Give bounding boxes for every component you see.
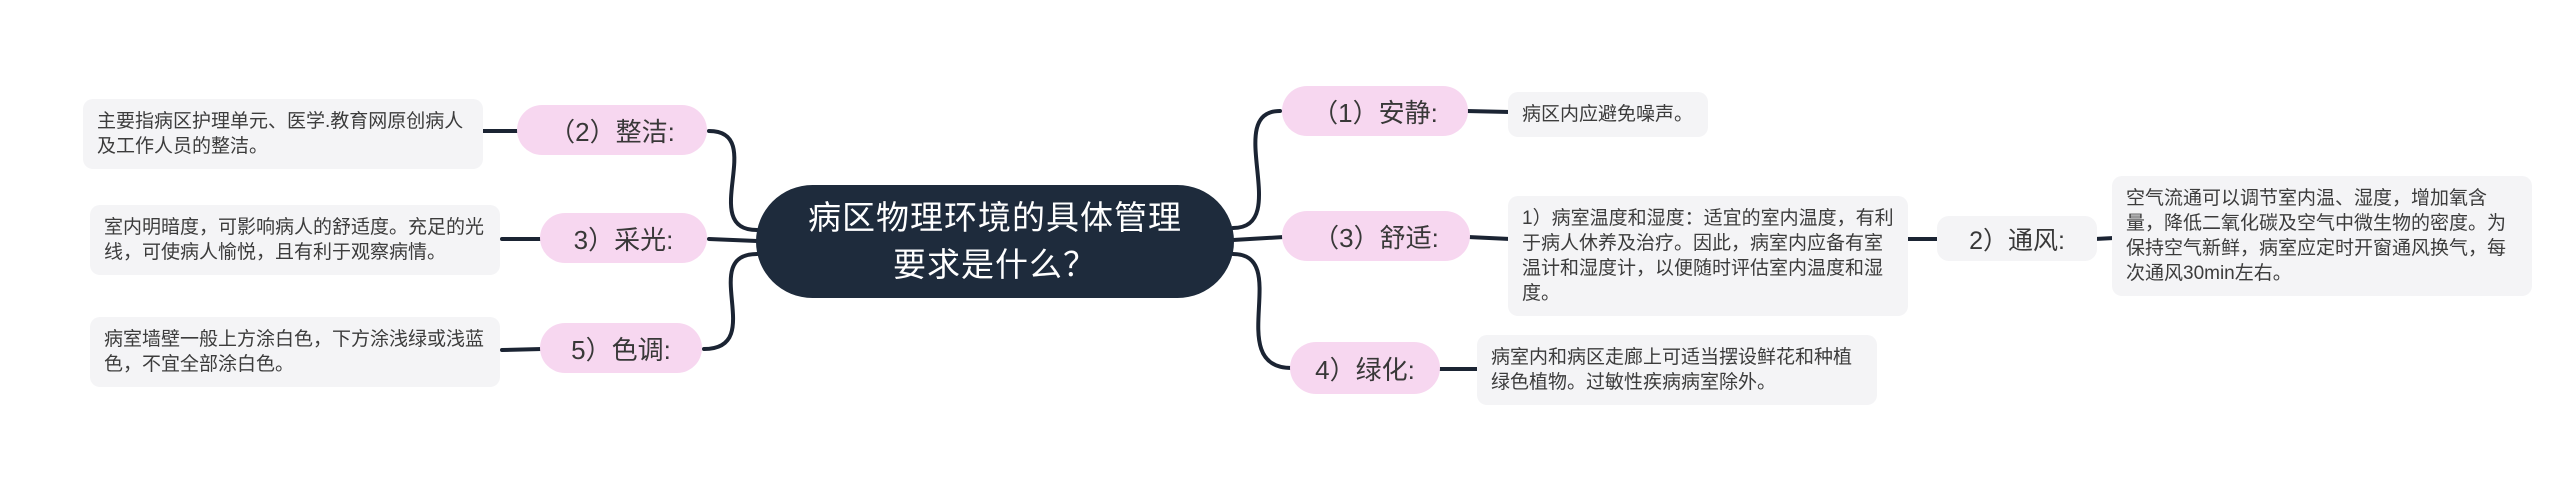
note-shushi-text: 1）病室温度和湿度：适宜的室内温度，有利于病人休养及治疗。因此，病室内应备有室温… (1522, 208, 1894, 305)
branch-caiguang-label: 3）采光: (573, 224, 674, 255)
note-sediao: 病室墙壁一般上方涂白色，下方涂浅绿或浅蓝色，不宜全部涂白色。 (90, 317, 500, 388)
note-zhengjie-text: 主要指病区护理单元、医学.教育网原创病人及工作人员的整洁。 (97, 111, 464, 158)
branch-zhengjie-label: （2）整洁: (549, 116, 675, 147)
note-caiguang: 室内明暗度，可影响病人的舒适度。充足的光线，可使病人愉悦，且有利于观察病情。 (90, 205, 500, 276)
branch-node-anjing[interactable]: （1）安静: (1282, 86, 1468, 136)
branch-node-caiguang[interactable]: 3）采光: (540, 213, 707, 263)
branch-shushi-label: （3）舒适: (1313, 222, 1439, 253)
center-topic-label: 病区物理环境的具体管理要求是什么？ (808, 198, 1182, 283)
connector-center-shushi (1231, 235, 1286, 242)
note-zhengjie: 主要指病区护理单元、医学.教育网原创病人及工作人员的整洁。 (83, 99, 483, 170)
note-lvhua-text: 病室内和病区走廊上可适当摆设鲜花和种植绿色植物。过敏性疾病病室除外。 (1491, 347, 1853, 394)
connector-center-lvhua (1231, 252, 1294, 370)
note-sediao-text: 病室墙壁一般上方涂白色，下方涂浅绿或浅蓝色，不宜全部涂白色。 (104, 329, 485, 376)
connector-center-sediao (702, 252, 759, 351)
branch-node-shushi[interactable]: （3）舒适: (1282, 211, 1470, 261)
center-topic[interactable]: 病区物理环境的具体管理要求是什么？ (756, 185, 1234, 298)
note-anjing-text: 病区内应避免噪声。 (1522, 104, 1694, 125)
branch-node-tongfeng[interactable]: 2）通风: (1937, 216, 2097, 261)
connector-shushi-note (1466, 235, 1512, 241)
connector-center-anjing (1231, 109, 1282, 230)
branch-anjing-label: （1）安静: (1312, 97, 1438, 128)
branch-sediao-label: 5）色调: (571, 334, 671, 365)
note-lvhua: 病室内和病区走廊上可适当摆设鲜花和种植绿色植物。过敏性疾病病室除外。 (1477, 335, 1877, 406)
note-tongfeng: 空气流通可以调节室内温、湿度，增加氧含量，降低二氧化碳及空气中微生物的密度。为保… (2112, 176, 2532, 297)
branch-node-lvhua[interactable]: 4）绿化: (1290, 342, 1440, 394)
note-shushi: 1）病室温度和湿度：适宜的室内温度，有利于病人休养及治疗。因此，病室内应备有室温… (1508, 196, 1908, 317)
branch-node-zhengjie[interactable]: （2）整洁: (517, 105, 707, 155)
branch-node-sediao[interactable]: 5）色调: (540, 323, 702, 373)
branch-tongfeng-label: 2）通风: (1969, 226, 2065, 255)
connector-sediao-note (500, 347, 544, 352)
note-tongfeng-text: 空气流通可以调节室内温、湿度，增加氧含量，降低二氧化碳及空气中微生物的密度。为保… (2126, 188, 2507, 285)
connector-tongfeng-note (2093, 236, 2116, 241)
note-anjing: 病区内应避免噪声。 (1508, 92, 1708, 138)
note-caiguang-text: 室内明暗度，可影响病人的舒适度。充足的光线，可使病人愉悦，且有利于观察病情。 (104, 217, 485, 264)
connector-anjing-note (1464, 109, 1512, 114)
connector-center-caiguang (707, 237, 759, 243)
connector-center-zhengjie (707, 129, 759, 232)
branch-lvhua-label: 4）绿化: (1315, 354, 1415, 385)
